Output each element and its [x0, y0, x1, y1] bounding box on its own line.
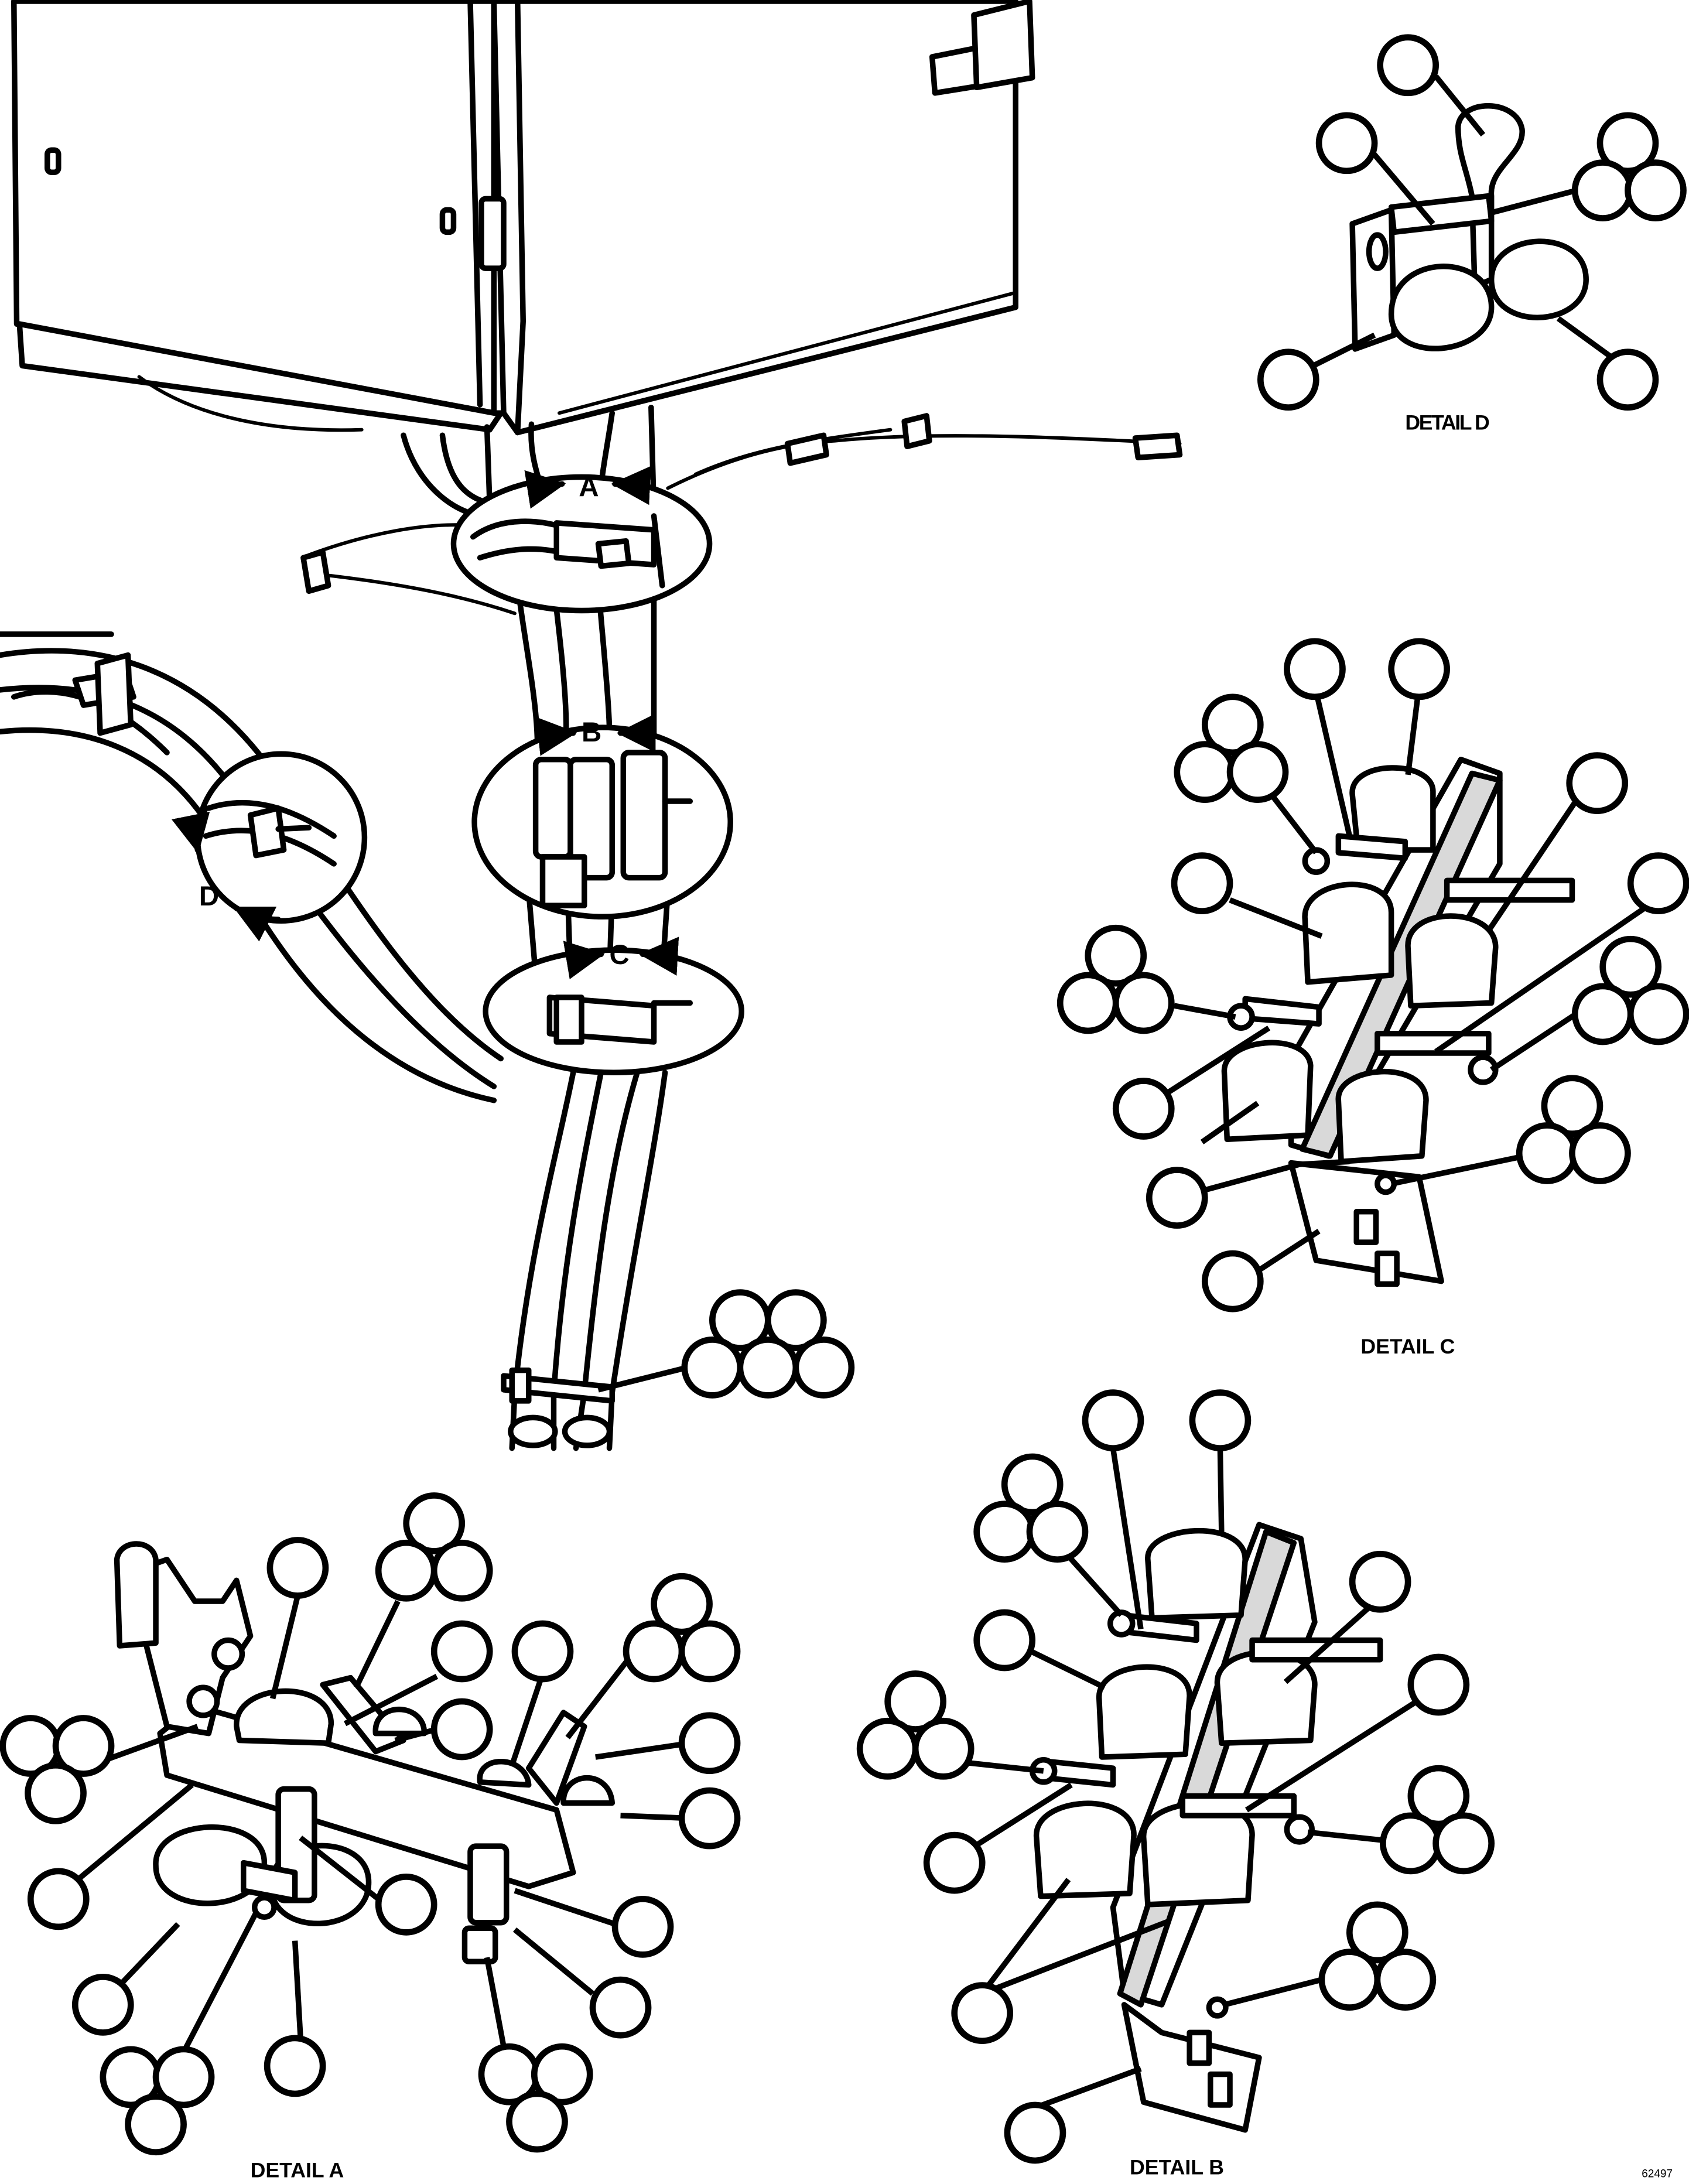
callout-balloon [678, 1620, 741, 1683]
callout-balloon [1082, 1389, 1144, 1452]
callout-balloon [1257, 348, 1319, 411]
view-d-zoom [172, 751, 368, 942]
callout-balloon [1407, 1653, 1470, 1716]
callout-balloon [1599, 935, 1662, 998]
callout-balloon [1174, 741, 1236, 803]
callout-balloon [1566, 752, 1629, 814]
callout-balloon [375, 1539, 437, 1602]
view-label-d: D [199, 881, 219, 912]
detail-c-title: DETAIL C [1360, 1335, 1455, 1358]
callout-balloon [1146, 1167, 1208, 1229]
callout-balloon [1627, 852, 1689, 915]
callout-balloon [1388, 638, 1450, 700]
callout-balloon [912, 1717, 975, 1780]
detail-b-title: DETAIL B [1130, 2156, 1224, 2179]
view-b-zoom [471, 724, 733, 920]
detail-b-illustration [1029, 1522, 1383, 2133]
callout-balloons [0, 34, 1689, 2164]
callout-balloon [884, 1670, 947, 1732]
callout-balloon [737, 1337, 799, 1399]
callout-balloon [1346, 1901, 1408, 1964]
callout-balloon [1001, 1453, 1064, 1516]
callout-balloon [1377, 34, 1439, 97]
callout-balloon [1625, 159, 1687, 221]
callout-balloon [430, 1539, 493, 1602]
callout-balloon [1189, 1389, 1252, 1452]
callout-balloon [71, 1974, 134, 2036]
callout-balloon [1026, 1501, 1089, 1563]
callout-balloon [678, 1712, 741, 1775]
callout-balloon [1380, 1812, 1442, 1875]
callout-balloon [678, 1787, 741, 1850]
callout-balloon [1201, 1250, 1264, 1313]
view-c-zoom [483, 947, 744, 1075]
callout-balloon [1516, 1122, 1578, 1184]
callout-balloon [1432, 1812, 1495, 1875]
callout-balloon [1085, 924, 1147, 987]
callout-balloon [1004, 2101, 1066, 2164]
callout-balloon [1407, 1765, 1470, 1827]
callout-balloon [430, 1698, 493, 1761]
callout-balloon [1057, 972, 1119, 1034]
detail-d-illustration [1349, 103, 1589, 352]
callout-balloon [1284, 638, 1346, 700]
view-label-a: A [579, 472, 599, 503]
callout-balloon [266, 1537, 329, 1599]
callout-balloon [973, 1609, 1036, 1672]
callout-balloon [792, 1337, 855, 1399]
callout-balloon [1596, 112, 1659, 175]
callout-balloon [651, 1573, 713, 1635]
callout-balloon [1315, 112, 1378, 175]
view-a-zoom [450, 474, 713, 614]
view-label-c: C [610, 939, 630, 970]
callout-balloon [1112, 972, 1175, 1034]
callout-balloon [430, 1620, 493, 1683]
figure-number: 62497 [1642, 2168, 1673, 2180]
callout-balloon [1318, 1949, 1381, 2011]
callout-balloon [125, 2093, 187, 2156]
callout-balloon [1571, 159, 1634, 221]
callout-balloon [1201, 693, 1264, 756]
callout-balloon [403, 1492, 466, 1554]
callout-balloon [1541, 1075, 1603, 1137]
callout-balloon [25, 1762, 87, 1824]
callout-balloon [1596, 348, 1659, 411]
view-label-b: B [582, 717, 601, 748]
callout-balloon [1627, 983, 1689, 1045]
detail-c-illustration [1221, 756, 1575, 1287]
callout-balloon [681, 1337, 744, 1399]
callout-balloon [973, 1501, 1036, 1563]
callout-balloon [1112, 1078, 1175, 1140]
callout-balloon [375, 1874, 437, 1936]
callout-balloon [923, 1831, 986, 1894]
callout-balloon [1171, 852, 1233, 915]
callout-leaders [76, 74, 1660, 2111]
callout-balloon [1571, 983, 1634, 1045]
callout-balloon [511, 1620, 574, 1683]
callout-balloon [531, 2043, 593, 2106]
callout-balloon [27, 1868, 90, 1930]
callout-balloon [764, 1289, 827, 1351]
callout-balloon [589, 1976, 652, 2039]
callout-balloon [611, 1896, 674, 1958]
callout-balloon [951, 1982, 1014, 2045]
section-arrows [524, 466, 679, 979]
callout-balloon [1569, 1122, 1631, 1184]
callout-balloon [623, 1620, 685, 1683]
electrical-cabinet [11, 0, 1035, 436]
callout-balloon [1374, 1949, 1437, 2011]
callout-balloon [856, 1717, 919, 1780]
callout-balloon [52, 1715, 115, 1777]
callout-balloon [1226, 741, 1289, 803]
detail-a-title: DETAIL A [251, 2158, 344, 2182]
callout-balloon [152, 2046, 215, 2108]
callout-balloon [264, 2035, 326, 2097]
callout-balloon [1349, 1550, 1411, 1613]
detail-d-title: DETAIL D [1405, 411, 1489, 435]
callout-balloon [506, 2090, 568, 2153]
